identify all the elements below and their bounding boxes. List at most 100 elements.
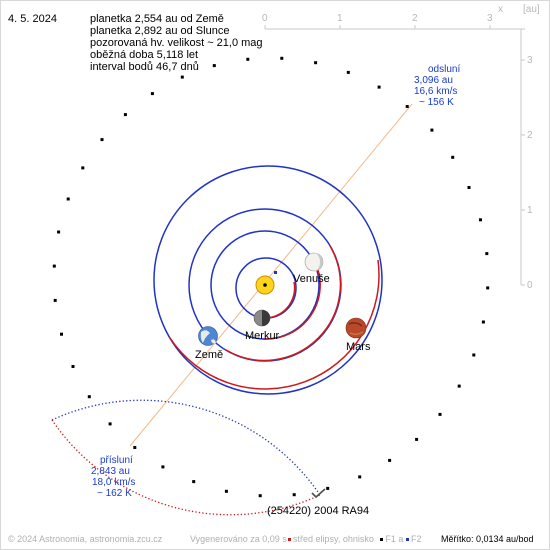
perihelion-distance: 2,843 au xyxy=(91,466,130,477)
aphelion-temperature: ~ 156 K xyxy=(419,97,454,108)
orbit-sample-point xyxy=(192,480,196,484)
aphelion-title: odsluní xyxy=(428,64,461,75)
earth-orbit-highlight xyxy=(225,245,342,362)
info-magnitude: pozorovaná hv. velikost ~ 21,0 mag xyxy=(90,37,263,49)
orbit-sample-point xyxy=(388,458,392,462)
perihelion-speed: 18,0 km/s xyxy=(92,477,136,488)
legend-center-dot xyxy=(288,538,291,542)
legend-f2-dot xyxy=(405,538,409,542)
orbit-sample-point xyxy=(481,320,485,324)
perihelion-title: přísluní xyxy=(100,455,133,466)
legend-f2-label: F2 xyxy=(410,534,422,544)
mercury-icon xyxy=(253,309,271,327)
mars-icon xyxy=(345,317,367,339)
orbit-sample-point xyxy=(108,422,112,426)
venus-orbit-highlight xyxy=(262,259,321,340)
orbit-sample-point xyxy=(314,61,318,65)
info-panel: planetka 2,554 au od Země planetka 2,892… xyxy=(90,13,263,73)
venus-label: Venuše xyxy=(293,273,330,285)
orbit-sample-point xyxy=(358,475,362,479)
orbit-sample-point xyxy=(451,155,455,159)
scale-label: Měřítko: 0,0134 au/bod xyxy=(441,534,534,544)
asteroid-marker-icon xyxy=(311,488,326,499)
orbit-sample-point xyxy=(246,57,250,61)
unit-label: [au] xyxy=(523,4,540,15)
orbit-sample-point xyxy=(485,252,489,256)
y-tick-1: 1 xyxy=(527,205,533,216)
y-tick-3: 3 xyxy=(527,55,533,66)
orbit-sample-point xyxy=(150,92,154,96)
y-axis xyxy=(520,29,525,286)
orbit-sample-point xyxy=(212,64,216,68)
orbit-sample-point xyxy=(326,486,330,490)
info-sun-distance: planetka 2,892 au od Slunce xyxy=(90,25,230,37)
orbit-sample-point xyxy=(430,128,434,132)
orbit-sample-point xyxy=(377,85,381,89)
orbit-sample-point xyxy=(258,494,262,498)
aphelion-speed: 16,6 km/s xyxy=(414,86,458,97)
orbit-sample-point xyxy=(81,166,85,170)
legend-a-label: a xyxy=(398,534,404,544)
asteroid-orbit-far xyxy=(51,399,321,496)
orbit-sample-point xyxy=(161,465,165,469)
orbit-sample-point xyxy=(87,395,91,399)
mars-orbit xyxy=(153,165,383,395)
orbit-sample-point xyxy=(415,437,419,441)
orbit-sample-point xyxy=(438,412,442,416)
y-tick-2: 2 xyxy=(527,130,533,141)
orbit-sample-point xyxy=(57,230,61,234)
orbit-sample-point xyxy=(280,56,284,60)
x-tick-2: 2 xyxy=(412,13,418,24)
generation-time: Vygenerováno za 0,09 s xyxy=(190,534,287,544)
orbit-sample-point xyxy=(346,70,350,74)
mars-orbit-highlight xyxy=(169,259,380,390)
orbit-sample-point xyxy=(472,353,476,357)
copyright: © 2024 Astronomia, astronomia.zcu.cz xyxy=(8,534,163,544)
x-tick-1: 1 xyxy=(337,13,343,24)
orbit-sample-point xyxy=(60,332,63,336)
asteroid-orbit-near xyxy=(51,419,321,516)
x-tick-3: 3 xyxy=(487,13,493,24)
orbit-sample-point xyxy=(180,75,184,79)
earth-label: Země xyxy=(195,349,224,361)
orbit-sample-point xyxy=(66,197,70,201)
orbit-sample-point xyxy=(100,138,104,142)
orbit-sample-point xyxy=(479,218,482,222)
orbit-sample-points xyxy=(52,56,490,498)
legend-f1-label: F1 xyxy=(385,534,396,544)
orbit-sample-point xyxy=(224,489,228,493)
aphelion-distance: 3,096 au xyxy=(414,75,453,86)
orbit-sample-point xyxy=(53,298,57,302)
orbit-sample-point xyxy=(292,493,296,497)
sun-icon xyxy=(255,275,275,295)
focus-marker xyxy=(274,271,277,274)
y-tick-0: 0 xyxy=(527,280,533,291)
info-period: oběžná doba 5,118 let xyxy=(90,49,199,61)
venus-icon xyxy=(304,252,324,272)
legend-center-label: střed elipsy, ohnisko xyxy=(293,534,374,544)
legend-f1-dot xyxy=(380,538,384,542)
apsis-line xyxy=(129,103,413,447)
orbit-sample-point xyxy=(467,186,471,189)
asteroid-name: (254220) 2004 RA94 xyxy=(267,505,370,517)
x-axis xyxy=(264,25,525,30)
x-axis-letter: x xyxy=(498,4,503,15)
earth-icon xyxy=(198,326,218,346)
orbit-sample-point xyxy=(133,446,137,449)
perihelion-temperature: ~ 162 K xyxy=(97,488,132,499)
legend: střed elipsy, ohnisko F1 a F2 xyxy=(288,534,421,544)
orbit-sample-point xyxy=(71,365,75,368)
orbit-sample-point xyxy=(123,113,127,117)
date-label: 4. 5. 2024 xyxy=(8,13,57,25)
orbit-sample-point xyxy=(457,384,461,388)
mars-label: Mars xyxy=(346,341,371,353)
info-interval: interval bodů 46,7 dnů xyxy=(90,61,199,73)
orbit-sample-point xyxy=(486,286,490,290)
info-earth-distance: planetka 2,554 au od Země xyxy=(90,13,224,25)
mercury-label: Merkur xyxy=(245,330,280,342)
orbit-sample-point xyxy=(405,105,409,108)
x-tick-0: 0 xyxy=(262,13,268,24)
orbit-sample-point xyxy=(52,264,56,268)
